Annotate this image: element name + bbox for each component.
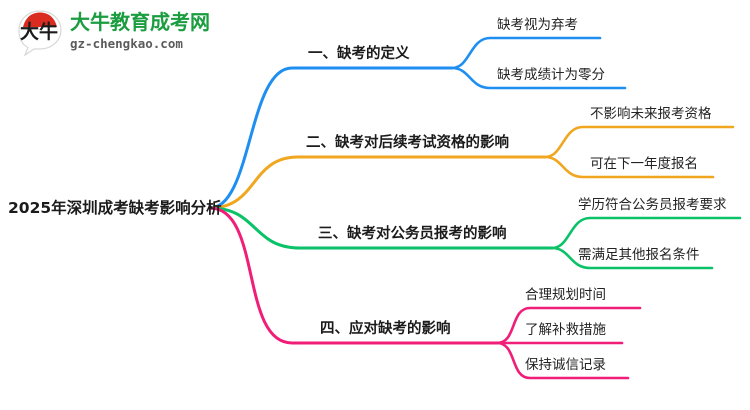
logo-subtitle: gz-chengkao.com bbox=[70, 36, 183, 51]
leaf-node-1-2[interactable]: 缺考成绩计为零分 bbox=[497, 67, 605, 83]
leaf-node-4-2[interactable]: 了解补救措施 bbox=[525, 322, 606, 338]
logo-bubble-icon: 大牛 bbox=[18, 10, 62, 57]
leaf-node-4-3[interactable]: 保持诚信记录 bbox=[525, 357, 606, 373]
branch-node-2[interactable]: 二、缺考对后续考试资格的影响 bbox=[306, 135, 509, 151]
leaf-node-1-1[interactable]: 缺考视为弃考 bbox=[497, 17, 578, 33]
leaf-node-3-2[interactable]: 需满足其他报名条件 bbox=[578, 247, 700, 263]
logo-mark-text: 大牛 bbox=[20, 20, 58, 43]
branch-node-3[interactable]: 三、缺考对公务员报考的影响 bbox=[318, 226, 507, 242]
connector-branch-1 bbox=[208, 36, 627, 210]
site-logo[interactable]: 大牛 大牛教育成考网 gz-chengkao.com bbox=[16, 7, 210, 59]
leaf-node-2-2[interactable]: 可在下一年度报名 bbox=[590, 156, 698, 172]
mindmap-root-node[interactable]: 2025年深圳成考缺考影响分析 bbox=[8, 199, 222, 217]
leaf-node-4-1[interactable]: 合理规划时间 bbox=[525, 287, 606, 303]
logo-title: 大牛教育成考网 bbox=[70, 10, 210, 34]
leaf-node-3-1[interactable]: 学历符合公务员报考要求 bbox=[578, 197, 727, 213]
leaf-node-2-1[interactable]: 不影响未来报考资格 bbox=[590, 106, 712, 122]
branch-node-4[interactable]: 四、应对缺考的影响 bbox=[320, 321, 451, 337]
branch-node-1[interactable]: 一、缺考的定义 bbox=[308, 46, 410, 62]
logo-wordmark: 大牛教育成考网 gz-chengkao.com bbox=[70, 10, 210, 52]
